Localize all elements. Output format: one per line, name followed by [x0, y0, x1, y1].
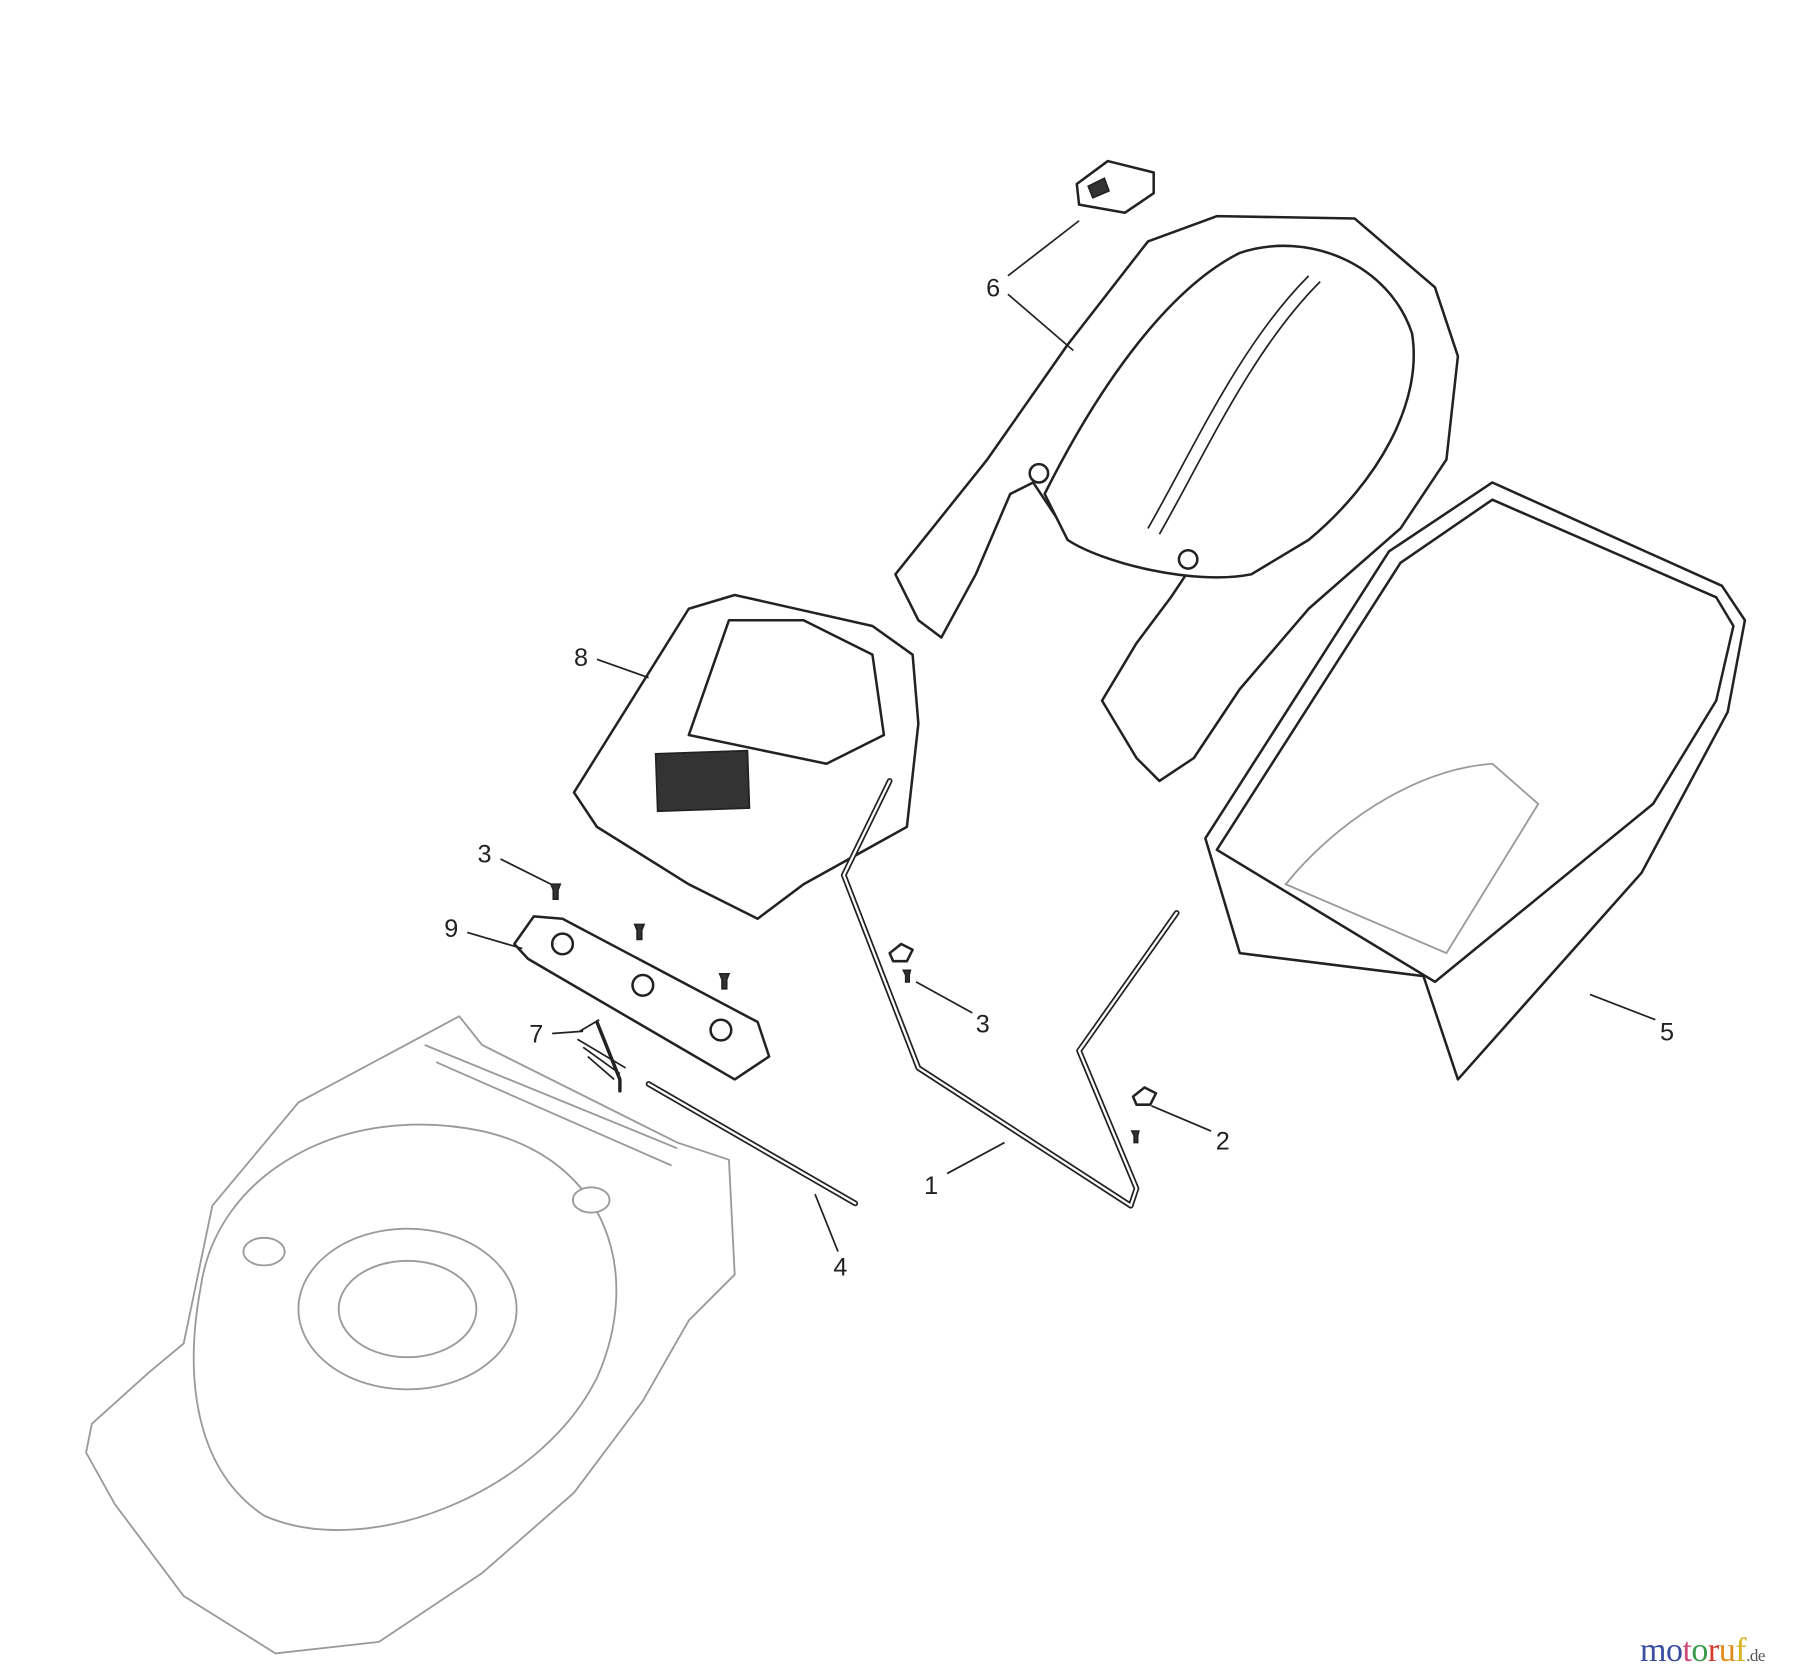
callout-3: 3: [478, 840, 492, 868]
grass-bag-top-cover: [894, 214, 1460, 783]
logo-letter: t: [1682, 1632, 1692, 1669]
logo-letter: m: [1640, 1632, 1666, 1669]
mower-deck: [85, 1015, 736, 1655]
logo-letter: o: [1665, 1632, 1683, 1669]
screws: [549, 883, 1158, 1144]
callout-2: 2: [1216, 1127, 1230, 1155]
rod: [645, 1081, 859, 1207]
callout-1: 1: [924, 1172, 938, 1200]
callout-6: 6: [986, 275, 1000, 303]
callout-7: 7: [529, 1021, 543, 1049]
logo-letter: f: [1735, 1632, 1747, 1669]
logo-tld: .de: [1746, 1646, 1765, 1665]
hinge-bracket: [513, 915, 771, 1081]
logo-letter: o: [1691, 1632, 1708, 1669]
leader-lines: [466, 220, 1656, 1252]
rear-flap: [572, 593, 920, 920]
spring: [576, 1018, 627, 1093]
callout-4: 4: [833, 1254, 847, 1282]
clip-part-6: [1075, 159, 1155, 214]
callout-9: 9: [444, 915, 458, 943]
callouts: 1 2 3 3 4 5 6 7 8 9: [444, 275, 1674, 1282]
logo-letter: u: [1718, 1632, 1736, 1669]
callout-3: 3: [976, 1010, 990, 1038]
motoruf-watermark-logo: motoruf.de: [1640, 1632, 1765, 1670]
callout-5: 5: [1660, 1018, 1674, 1046]
callout-8: 8: [574, 644, 588, 672]
handle-wire: [840, 778, 1180, 1209]
grass-bag: [1204, 481, 1747, 1081]
logo-letter: r: [1707, 1632, 1719, 1669]
